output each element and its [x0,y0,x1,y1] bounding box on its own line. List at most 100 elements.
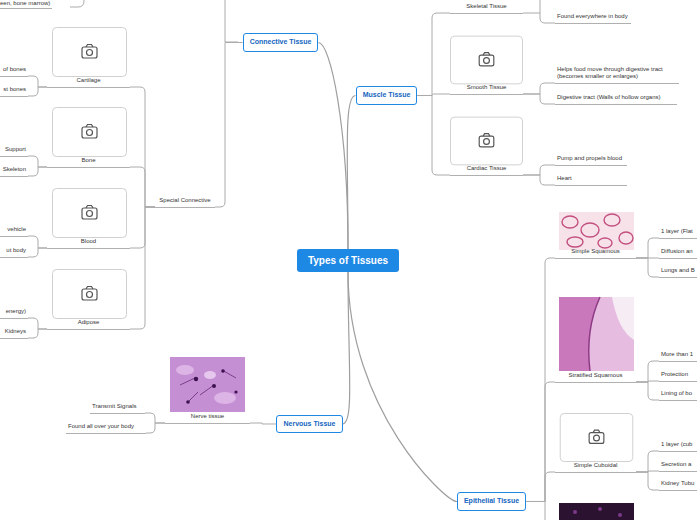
branch-line [130,207,155,248]
image-placeholder [53,189,127,238]
branch-line [523,175,555,185]
node-text: Support [2,146,26,153]
branch-topic: More than 1 [659,351,697,361]
image-placeholder [450,36,522,84]
node-text: Skeleton [1,166,26,173]
branch-topic: Cartilage [47,77,130,87]
image-placeholder [450,117,522,165]
node-text: Lungs and B [661,267,696,274]
branch-line [318,42,348,249]
label-text: een, bone marrow) [0,0,50,7]
branch-topic: Simple Squamous [555,248,636,258]
branch-line [526,472,555,501]
branch-topic: Support [0,146,28,156]
branch-line [636,451,659,472]
image-placeholder [560,413,633,461]
branch-line [348,272,457,501]
central-topic: Types of Tissues [297,249,399,272]
image-placeholder [53,270,127,319]
branch-line [250,423,276,425]
node-text: Skeletal Tissue [452,3,521,10]
branch-topic: Skeleton [0,166,28,176]
image-placeholder [53,28,127,77]
branch-topic: vehicle [0,226,28,236]
node-text: Types of Tissues [308,255,388,266]
node-text: Epithelial Tissue [464,497,519,505]
main-topic: Nervous Tissue [276,415,342,433]
cut-off-leaf: een, bone marrow) [0,0,52,9]
branch-topic: 1 layer (cub [659,441,697,451]
main-topic: Epithelial Tissue [457,492,526,510]
branch-line [523,83,555,94]
node-text: Cardiac Tissue [452,165,521,172]
branch-line [28,236,47,248]
branch-topic: Secretion a [659,461,697,471]
branch-topic: Transmit Signals [90,403,145,413]
node-text: Connective Tissue [250,38,312,46]
branch-topic: 1 layer (Flat [659,228,697,238]
node-text: Smooth Tissue [452,84,521,91]
main-topic: Connective Tissue [243,33,319,51]
branch-topic: Special Connective [155,197,215,207]
image-placeholder [53,108,127,157]
node-text: st bones [2,86,26,93]
branch-line [28,329,47,338]
node-text: Secretion a [661,461,695,468]
branch-line [636,382,659,400]
nerve-micrograph [170,357,245,412]
branch-topic: Blood [47,238,130,248]
branch-line [28,167,47,176]
branch-line [417,13,450,95]
branch-topic: Helps food move through digestive tract … [555,66,679,83]
branch-topic: ut body [0,247,28,257]
node-text: Stratified Squamous [557,372,634,379]
node-text: Kidney Tubu [661,480,696,487]
node-text: Transmit Signals [92,403,143,410]
node-text: Simple Cuboidal [557,462,634,469]
branch-topic: Pump and propels blood [555,155,627,165]
node-text: Cartilage [49,77,128,84]
main-topic: Muscle Tissue [356,86,418,104]
node-text: Diffusion an [661,248,695,255]
branch-topic: energy) [0,308,28,318]
branch-topic: Kidney Tubu [659,480,697,490]
cuboidal-micrograph [559,503,634,520]
branch-line [636,472,659,490]
branch-topic: Lining of bo [659,390,697,400]
branch-line [28,156,47,167]
node-text: Pump and propels blood [557,155,625,162]
node-text: Bone [49,157,128,164]
node-text: Simple Squamous [557,248,634,255]
branch-topic: Protection [659,371,697,381]
branch-topic: Simple Cuboidal [555,462,636,472]
branch-topic: Kidneys [0,328,28,338]
branch-topic: Skeletal Tissue [450,3,523,13]
branch-line [28,87,47,96]
branch-line [523,13,555,23]
branch-topic: Adipose [47,319,130,329]
branch-line [145,413,165,423]
branch-topic: Lungs and B [659,267,697,277]
node-text: Digestive tract (Walls of hollow organs) [557,94,675,101]
branch-line [130,87,155,207]
node-text: 1 layer (cub [661,441,695,448]
branch-topic: Bone [47,157,130,167]
node-text: Blood [49,238,128,245]
branch-line [28,76,47,87]
branch-line [130,207,155,329]
branch-topic: Digestive tract (Walls of hollow organs) [555,94,677,104]
node-text: Found everywhere in body [557,13,629,20]
node-text: energy) [2,308,26,315]
branch-topic: Heart [555,175,627,185]
node-text: ut body [2,247,26,254]
node-text: Kidneys [2,328,26,335]
node-text: More than 1 [661,351,695,358]
node-text: Lining of bo [661,390,695,397]
node-text: Adipose [49,319,128,326]
branch-topic: Cardiac Tissue [450,165,523,175]
branch-line [28,318,47,329]
branch-line [636,238,659,258]
branch-line [130,167,155,207]
node-text: Nerve tissue [167,413,248,420]
branch-line [28,248,47,257]
